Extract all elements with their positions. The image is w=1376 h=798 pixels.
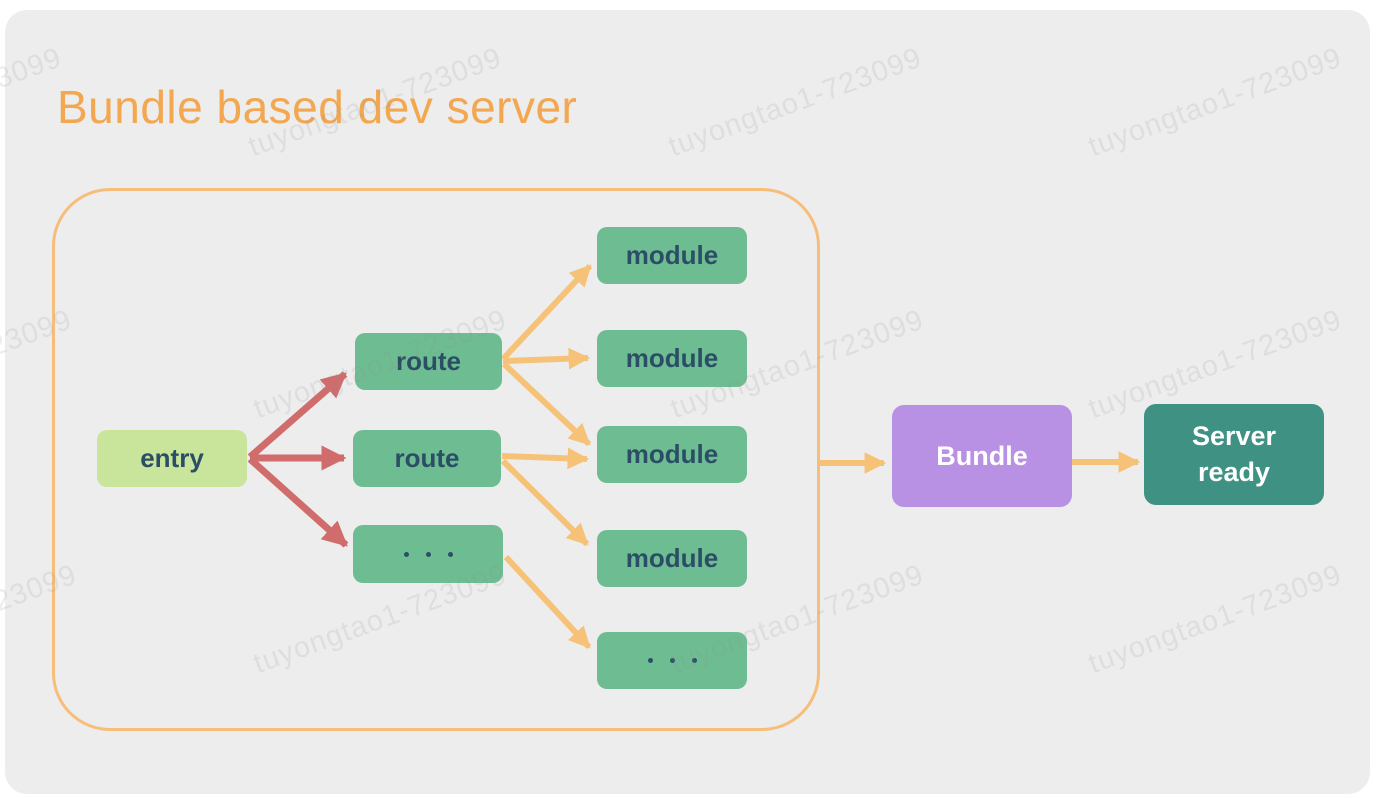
module-label: module (625, 439, 719, 469)
ellipsis-dot (691, 658, 697, 663)
ellipsis-dot (647, 658, 653, 663)
bundle-label: Bundle (936, 440, 1028, 471)
entry-label: entry (140, 443, 204, 473)
module-label: module (625, 240, 719, 270)
module-label: module (625, 343, 719, 373)
module-label: module (625, 543, 719, 573)
ellipsis-dot (669, 658, 675, 663)
route-node-2: route (353, 430, 501, 487)
ellipsis-dot (425, 551, 431, 557)
route-node-1: route (355, 333, 502, 390)
server-ready-label: Server ready (1191, 421, 1277, 487)
server-ready-node: Server ready (1144, 404, 1324, 505)
module-node-3: module (597, 426, 747, 483)
ellipsis-dot (403, 551, 409, 557)
module-node-2: module (597, 330, 747, 387)
route-label: route (394, 443, 460, 473)
entry-node: entry (97, 430, 247, 487)
page-title: Bundle based dev server (57, 81, 578, 133)
module-node-4: module (597, 530, 747, 587)
bundle-node: Bundle (892, 405, 1072, 507)
module-node-1: module (597, 227, 747, 284)
routes-ellipsis-node (353, 525, 503, 583)
route-label: route (396, 346, 461, 376)
dev-server-boundary (52, 188, 820, 731)
ellipsis-dot (447, 551, 453, 557)
modules-ellipsis-node (597, 632, 747, 689)
